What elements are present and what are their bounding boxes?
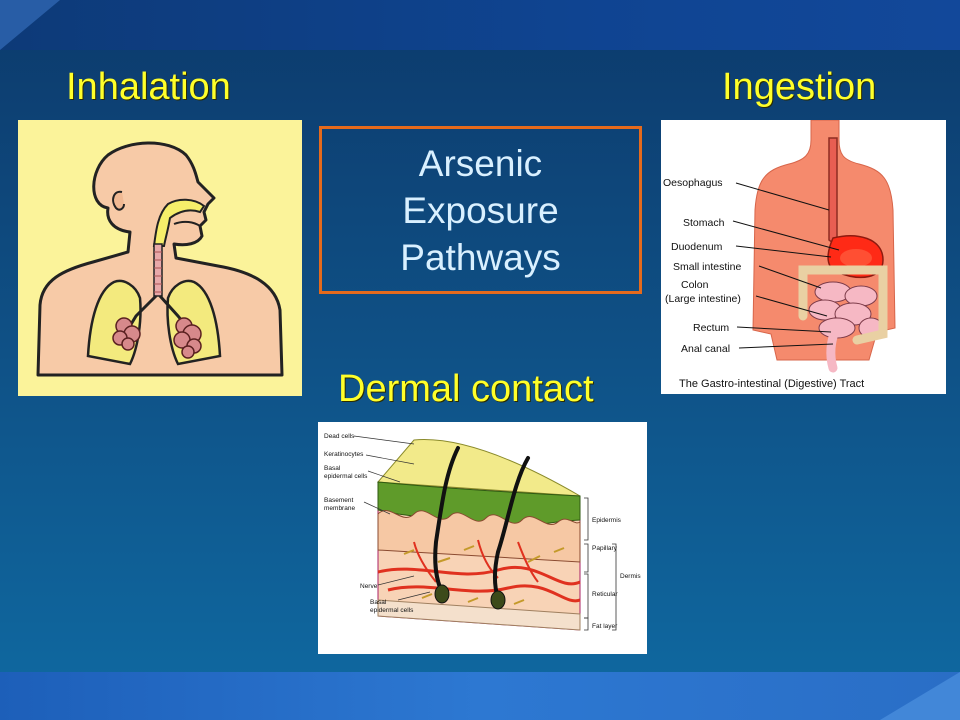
label-stomach: Stomach: [683, 217, 725, 229]
ingestion-caption: The Gastro-intestinal (Digestive) Tract: [679, 378, 864, 390]
dermal-illustration: Dead cells Keratinocytes Basal epidermal…: [318, 422, 647, 654]
inhalation-illustration: [18, 120, 302, 396]
top-band-facet: [0, 0, 60, 50]
label-colon: Colon: [681, 279, 709, 291]
label-papillary: Papillary: [592, 545, 618, 552]
label-large-intestine: (Large intestine): [665, 293, 741, 305]
label-basement: Basement: [324, 497, 353, 504]
label-anal-canal: Anal canal: [681, 343, 730, 355]
label-oesophagus: Oesophagus: [663, 177, 723, 189]
label-dead-cells: Dead cells: [324, 433, 355, 440]
bottom-band-facet: [880, 672, 960, 720]
label-small-intestine: Small intestine: [673, 261, 741, 273]
ingestion-illustration: Oesophagus Stomach Duodenum Small intest…: [661, 120, 946, 394]
label-rectum: Rectum: [693, 322, 729, 334]
heading-ingestion: Ingestion: [722, 66, 877, 108]
label-dermis: Dermis: [620, 573, 641, 580]
label-reticular: Reticular: [592, 591, 618, 598]
heading-inhalation: Inhalation: [66, 66, 231, 108]
label-membrane: membrane: [324, 505, 355, 512]
title-line-3: Pathways: [400, 236, 561, 278]
label-duodenum: Duodenum: [671, 241, 723, 253]
bottom-band: [0, 672, 960, 720]
skin-cross-section-drawing: Dead cells Keratinocytes Basal epidermal…: [324, 433, 641, 631]
respiratory-system-drawing: [36, 141, 284, 377]
top-band: [0, 0, 960, 50]
label-fat-layer: Fat layer: [592, 623, 618, 630]
title-line-2: Exposure: [402, 189, 559, 231]
slide-title-box: Arsenic Exposure Pathways: [319, 126, 642, 294]
label-epidermal-cells: epidermal cells: [324, 473, 368, 480]
title-line-1: Arsenic: [418, 142, 543, 184]
digestive-tract-drawing: Oesophagus Stomach Duodenum Small intest…: [663, 120, 896, 390]
label-epidermis: Epidermis: [592, 517, 622, 524]
label-keratinocytes: Keratinocytes: [324, 451, 364, 458]
label-basal: Basal: [324, 465, 341, 472]
label-basal-bottom: Basal: [370, 599, 387, 606]
label-nerve: Nerve: [360, 583, 378, 590]
label-epidermal-cells-bottom: epidermal cells: [370, 607, 414, 614]
heading-dermal-contact: Dermal contact: [338, 368, 594, 410]
